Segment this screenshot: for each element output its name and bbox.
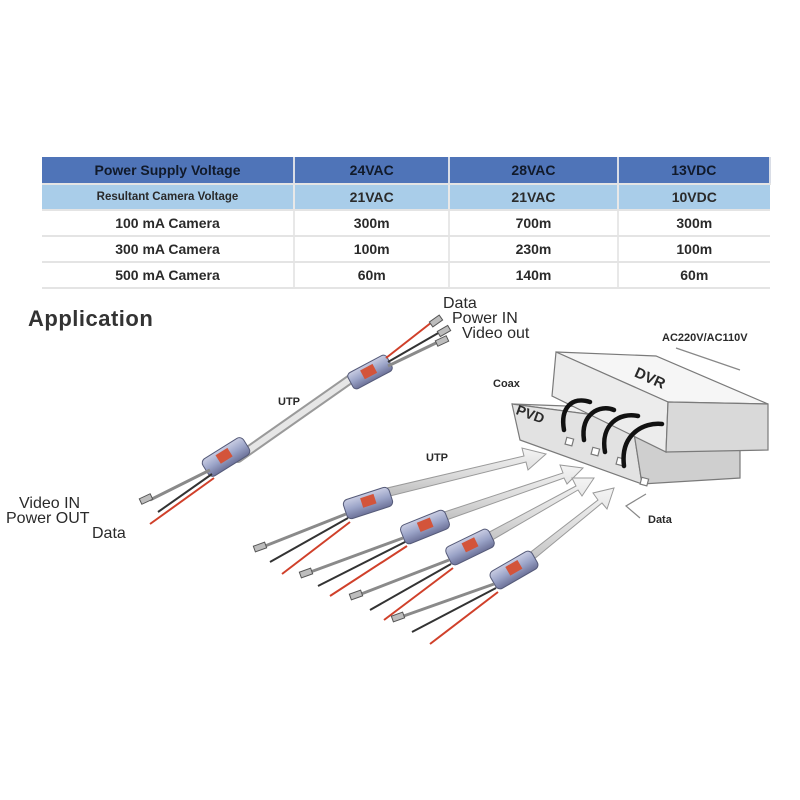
left-top-data-label: Data	[443, 295, 477, 312]
application-title: Application	[28, 306, 154, 331]
left-bottom-balun	[201, 437, 251, 477]
left-bottom-video-in-label: Video IN	[19, 495, 81, 512]
table-cell: 700m	[449, 210, 619, 237]
left-top-power-in-label: Power IN	[452, 310, 518, 327]
table-subheader-cell: 21VAC	[449, 184, 619, 211]
spec-table: Power Supply Voltage 24VAC 28VAC 13VDC R…	[42, 157, 772, 289]
right-balun	[342, 486, 394, 520]
data-arrow	[624, 493, 647, 519]
table-header-cell: Power Supply Voltage	[42, 157, 296, 185]
ac-voltage-label: AC220V/AC110V	[662, 332, 748, 344]
right-utp-label: UTP	[426, 452, 448, 464]
right-data-label: Data	[648, 514, 672, 526]
right-wires	[252, 512, 499, 645]
table-header-cell: 13VDC	[617, 157, 772, 185]
table-subheader-row: Resultant Camera Voltage 21VAC 21VAC 10V…	[42, 184, 770, 211]
ac-power-arrow	[675, 347, 741, 371]
table-cell: 230m	[449, 236, 619, 263]
table-row: 300 mA Camera 100m 230m 100m	[42, 236, 770, 263]
table-subheader-cell: 21VAC	[294, 184, 451, 211]
table-cell: 100m	[617, 236, 770, 263]
left-top-video-out-label: Video out	[462, 325, 530, 342]
table-header-cell: 24VAC	[294, 157, 451, 185]
table-header-cell: 28VAC	[449, 157, 619, 185]
table-header-row: Power Supply Voltage 24VAC 28VAC 13VDC	[42, 157, 772, 185]
left-bottom-power-out-label: Power OUT	[6, 510, 90, 527]
table-cell: 100 mA Camera	[42, 210, 296, 237]
left-utp-cable	[233, 373, 357, 463]
right-utp-arrows	[369, 447, 615, 575]
right-balun	[489, 550, 539, 590]
right-balun	[400, 509, 450, 545]
coax-cables	[560, 398, 665, 469]
right-balun	[445, 528, 495, 566]
left-bottom-wires	[138, 468, 215, 525]
table-subheader-cell: 10VDC	[617, 184, 770, 211]
table-cell: 60m	[294, 262, 451, 289]
coax-label: Coax	[493, 378, 520, 390]
left-top-balun	[347, 354, 393, 390]
left-top-wires	[385, 314, 452, 368]
table-row: 100 mA Camera 300m 700m 300m	[42, 210, 770, 237]
table-cell: 500 mA Camera	[42, 262, 296, 289]
left-bottom-data-label: Data	[92, 525, 126, 542]
table-cell: 300m	[617, 210, 770, 237]
table-cell: 100m	[294, 236, 451, 263]
table-cell: 300 mA Camera	[42, 236, 296, 263]
table-subheader-cell: Resultant Camera Voltage	[42, 184, 296, 211]
table-cell: 60m	[617, 262, 770, 289]
table-cell: 140m	[449, 262, 619, 289]
table-cell: 300m	[294, 210, 451, 237]
table-row: 500 mA Camera 60m 140m 60m	[42, 262, 770, 289]
left-utp-label: UTP	[278, 396, 300, 408]
